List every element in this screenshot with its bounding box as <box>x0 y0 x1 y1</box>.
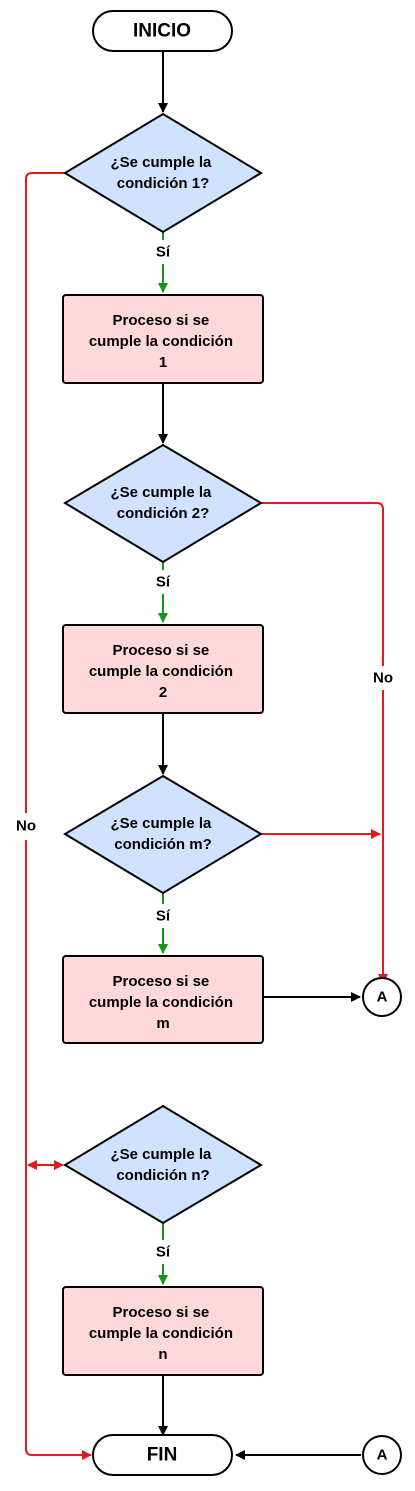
svg-text:¿Se cumple la condició: ¿Se cumple la condición 2? <box>110 484 215 522</box>
process-m-line-2: cumple la condición <box>89 994 233 1011</box>
yes-label-n: Sí <box>156 1244 171 1261</box>
process-n-line-2: cumple la condición <box>89 1325 233 1342</box>
decision-2-line-2: condición 2? <box>117 505 210 522</box>
decision-2-line-1: ¿Se cumple la <box>110 484 212 501</box>
end-label: FIN <box>147 1445 178 1466</box>
process-m-line-3: m <box>156 1015 169 1032</box>
svg-text:Proceso si se cumple l: Proceso si se cumple la condición n <box>89 1304 237 1363</box>
svg-text:Proceso si se cumple l: Proceso si se cumple la condición 1 <box>89 312 237 371</box>
process-m-line-1: Proceso si se <box>113 973 210 990</box>
no-path-decision-1-to-fin <box>25 172 91 1455</box>
process-1-line-2: cumple la condición <box>89 333 233 350</box>
process-2-line-2: cumple la condición <box>89 663 233 680</box>
start-terminator: INICIO <box>92 10 233 52</box>
connector-a-bottom: A <box>362 1435 402 1475</box>
connector-a-right: A <box>362 977 402 1017</box>
yes-label-m: Sí <box>156 908 171 925</box>
decision-1-line-1: ¿Se cumple la <box>110 154 212 171</box>
connector-a-bottom-label: A <box>377 1447 388 1464</box>
process-2: Proceso si se cumple la condición 2 <box>62 624 264 714</box>
process-m: Proceso si se cumple la condición m <box>62 955 264 1044</box>
no-label-left: No <box>16 818 36 835</box>
decision-n: ¿Se cumple la condición n? <box>63 1104 263 1225</box>
svg-text:¿Se cumple la condició: ¿Se cumple la condición 1? <box>110 154 215 192</box>
process-1-line-1: Proceso si se <box>113 312 210 329</box>
process-1-line-3: 1 <box>159 354 167 371</box>
decision-1-line-2: condición 1? <box>117 175 210 192</box>
end-terminator: FIN <box>92 1434 233 1476</box>
start-label: INICIO <box>133 21 191 42</box>
decision-2: ¿Se cumple la condición 2? <box>63 443 263 564</box>
svg-text:¿Se cumple la condició: ¿Se cumple la condición n? <box>110 1146 215 1184</box>
yes-label-1: Sí <box>156 244 171 261</box>
connector-a-right-label: A <box>377 989 388 1006</box>
process-1: Proceso si se cumple la condición 1 <box>62 294 264 384</box>
decision-m-line-1: ¿Se cumple la <box>110 815 212 832</box>
decision-n-line-1: ¿Se cumple la <box>110 1146 212 1163</box>
no-label-right: No <box>373 670 393 687</box>
yes-label-2: Sí <box>156 574 171 591</box>
process-2-line-3: 2 <box>159 684 167 701</box>
decision-n-line-2: condición n? <box>116 1167 209 1184</box>
process-n: Proceso si se cumple la condición n <box>62 1286 264 1376</box>
svg-text:Proceso si se cumple l: Proceso si se cumple la condición 2 <box>89 642 237 701</box>
process-2-line-1: Proceso si se <box>113 642 210 659</box>
decision-m-line-2: condición m? <box>114 836 212 853</box>
svg-text:Proceso si se cumple l: Proceso si se cumple la condición m <box>89 973 237 1032</box>
process-n-line-3: n <box>158 1346 167 1363</box>
decision-1: ¿Se cumple la condición 1? <box>63 112 263 234</box>
decision-m: ¿Se cumple la condición m? <box>63 774 263 895</box>
svg-text:¿Se cumple la condició: ¿Se cumple la condición m? <box>110 815 215 853</box>
no-path-decision-2-to-connector-a <box>261 502 383 983</box>
process-n-line-1: Proceso si se <box>113 1304 210 1321</box>
